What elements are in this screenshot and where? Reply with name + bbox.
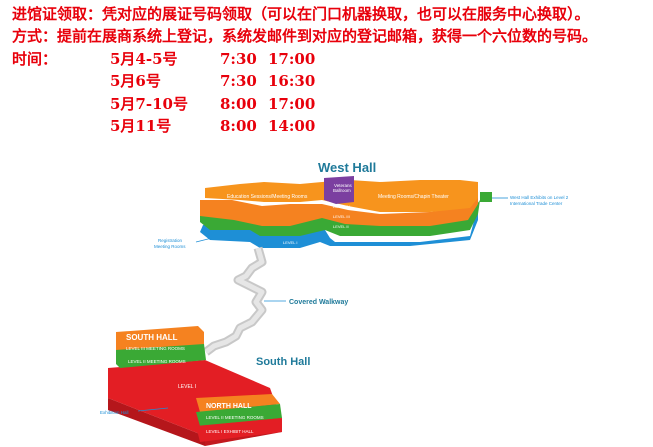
north-hall-block — [196, 394, 280, 412]
schedule-start-1: 7:30 — [220, 50, 257, 68]
venue-map: West Hall Education Sessions/Meeting Roo… — [100, 160, 569, 446]
notice-line-method: 方式：提前在展商系统上登记，系统发邮件到对应的登记邮箱，获得一个六位数的号码。 — [12, 27, 598, 45]
schedule-start-2: 7:30 — [220, 72, 257, 90]
west-exhibits-label-2: International Trade Center — [510, 201, 563, 206]
west-exhibits-label-1: West Hall Exhibits on Level 2 — [510, 195, 569, 200]
covered-walkway-label: Covered Walkway — [289, 299, 348, 306]
schedule-date-1: 5月4-5号 — [110, 50, 178, 68]
south-hall-building — [108, 326, 282, 446]
level-i-label: LEVEL I — [283, 240, 298, 245]
veterans-label-1: Veterans — [334, 183, 353, 188]
west-hall-level-ii — [200, 200, 480, 236]
level-iv-label: LEVEL IV — [333, 204, 351, 209]
registration-leader — [195, 237, 213, 243]
registration-label-1: Registration — [158, 238, 183, 243]
meeting-rooms-chapin-label: Meeting Rooms/Chapin Theater — [378, 194, 449, 200]
veterans-label-2: Ballroom — [333, 188, 351, 193]
schedule-start-3: 8:00 — [220, 95, 257, 113]
exhibition-hall-label: Exhibition Hall — [100, 410, 129, 415]
schedule-end-2: 16:30 — [268, 72, 316, 90]
covered-walkway-highlight — [204, 247, 265, 354]
west-hall-level-i — [200, 206, 478, 248]
north-level-ii-block — [196, 404, 282, 426]
south-hall-title: South Hall — [256, 356, 310, 368]
schedule-start-4: 8:00 — [220, 117, 257, 135]
schedule-end-1: 17:00 — [268, 50, 316, 68]
schedule-date-2: 5月6号 — [110, 72, 161, 90]
west-hall-level-iii — [200, 194, 478, 226]
schedule-end-4: 14:00 — [268, 117, 316, 135]
level-iii-label: LEVEL III — [333, 214, 350, 219]
south-hall-floor-shade — [108, 398, 205, 446]
level-ii-label: LEVEL II — [333, 224, 349, 229]
schedule-date-4: 5月11号 — [110, 117, 172, 135]
exhibition-hall-leader — [137, 407, 169, 412]
education-sessions-label: Education Sessions/Meeting Rooms — [227, 194, 308, 200]
veterans-ballroom-block — [324, 176, 354, 204]
north-hall-block-label: NORTH HALL — [206, 403, 252, 410]
west-hall-connector — [480, 192, 492, 202]
west-hall-title: West Hall — [318, 160, 376, 175]
south-level-ii-label: LEVEL II MEETING ROOMS — [128, 359, 186, 364]
north-level-ii-label: LEVEL II MEETING ROOMS — [206, 415, 264, 420]
schedule-date-3: 5月7-10号 — [110, 95, 188, 113]
notice-line-pickup: 进馆证领取：凭对应的展证号码领取（可以在门口机器换取，也可以在服务中心换取）。 — [12, 5, 590, 23]
registration-label-2: Meeting Rooms — [154, 244, 186, 249]
west-hall-building — [200, 176, 492, 248]
south-level-ii-block — [116, 344, 206, 368]
north-level-i-label: LEVEL I EXHIBIT HALL — [206, 429, 254, 434]
schedule-end-3: 17:00 — [268, 95, 316, 113]
south-level-iii-label: LEVEL III MEETING ROOMS — [126, 346, 185, 351]
south-level-i-label: LEVEL I — [178, 384, 196, 390]
time-label: 时间： — [12, 50, 58, 68]
south-hall-block-label: SOUTH HALL — [126, 333, 178, 342]
north-level-i-block — [196, 418, 282, 442]
